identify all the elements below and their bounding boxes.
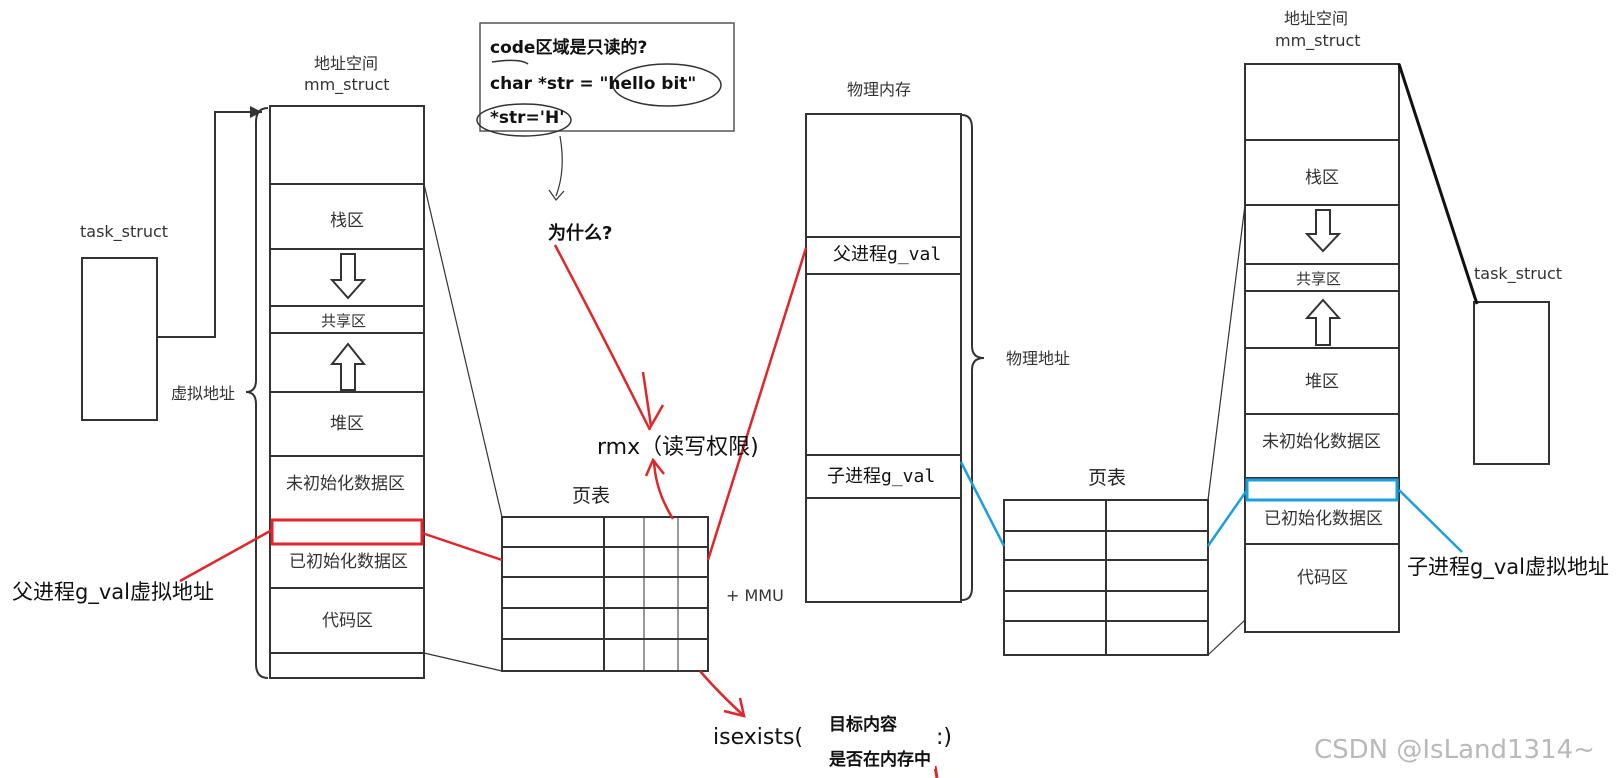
left-region-stack: 栈区	[330, 211, 364, 231]
target-line-1: 目标内容	[825, 717, 901, 734]
note-line-2: char *str = "hello bit"	[490, 74, 697, 94]
note-line-1: code区域是只读的?	[490, 38, 648, 58]
right-region-code: 代码区	[1297, 568, 1348, 588]
physical-parent-cell: 父进程g_val	[833, 244, 942, 265]
child-gval-pointer	[1398, 489, 1463, 553]
rwx-label: rmx（读写权限)	[597, 435, 759, 460]
right-space-title-2: mm_struct	[1275, 31, 1361, 50]
right-region-stack: 栈区	[1305, 168, 1339, 188]
note-box	[479, 22, 735, 132]
left-task-struct-label: task_struct	[80, 222, 169, 241]
left-brace-label: 虚拟地址	[171, 384, 236, 403]
right-region-heap: 堆区	[1305, 372, 1339, 392]
left-brace	[245, 107, 269, 679]
right-task-struct-label: task_struct	[1474, 264, 1563, 283]
right-down-arrow	[1304, 209, 1342, 253]
isexists-prefix: isexists(	[713, 725, 803, 750]
watermark: CSDN @IsLand1314~	[1314, 735, 1595, 765]
physical-memory-title: 物理内存	[847, 80, 912, 99]
left-page-table-title: 页表	[572, 485, 611, 507]
rwx-red-arrow	[652, 459, 675, 520]
left-gval-slot	[270, 518, 424, 546]
isexists-suffix: :)	[936, 725, 952, 750]
left-region-data: 已初始化数据区	[289, 552, 408, 572]
note-line-3: *str='H'	[490, 108, 565, 128]
parent-gval-pointer	[179, 528, 273, 583]
child-gval-label: 子进程g_val虚拟地址	[1407, 555, 1609, 579]
right-page-table-title: 页表	[1088, 467, 1127, 489]
right-region-bss: 未初始化数据区	[1262, 432, 1381, 452]
why-red-arrow	[553, 244, 652, 431]
right-region-shared: 共享区	[1296, 270, 1342, 288]
parent-gval-label: 父进程g_val虚拟地址	[12, 580, 214, 604]
physical-brace-label: 物理地址	[1006, 349, 1071, 368]
left-up-arrow	[329, 342, 367, 391]
physical-brace	[961, 114, 985, 601]
left-space-title-2: mm_struct	[304, 75, 390, 94]
right-space-title-1: 地址空间	[1284, 9, 1349, 28]
target-line-2: 是否在内存中	[825, 752, 935, 769]
left-space-title-1: 地址空间	[314, 54, 379, 73]
left-region-heap: 堆区	[330, 414, 364, 434]
left-task-connector	[157, 111, 262, 338]
right-up-arrow	[1304, 298, 1342, 346]
physical-child-cell: 子进程g_val	[827, 466, 936, 487]
mmu-label: + MMU	[726, 586, 784, 605]
left-region-bss: 未初始化数据区	[286, 474, 405, 494]
left-region-shared: 共享区	[321, 312, 367, 330]
left-region-code: 代码区	[322, 611, 373, 631]
left-task-arrowhead	[250, 106, 262, 118]
why-text: 为什么?	[548, 223, 613, 244]
right-task-struct-box	[1473, 301, 1550, 465]
left-down-arrow	[329, 253, 367, 300]
left-task-struct-box	[81, 257, 158, 421]
isexists-red-arrow	[699, 670, 745, 717]
right-region-data: 已初始化数据区	[1264, 509, 1383, 529]
physical-memory-box	[805, 113, 962, 603]
